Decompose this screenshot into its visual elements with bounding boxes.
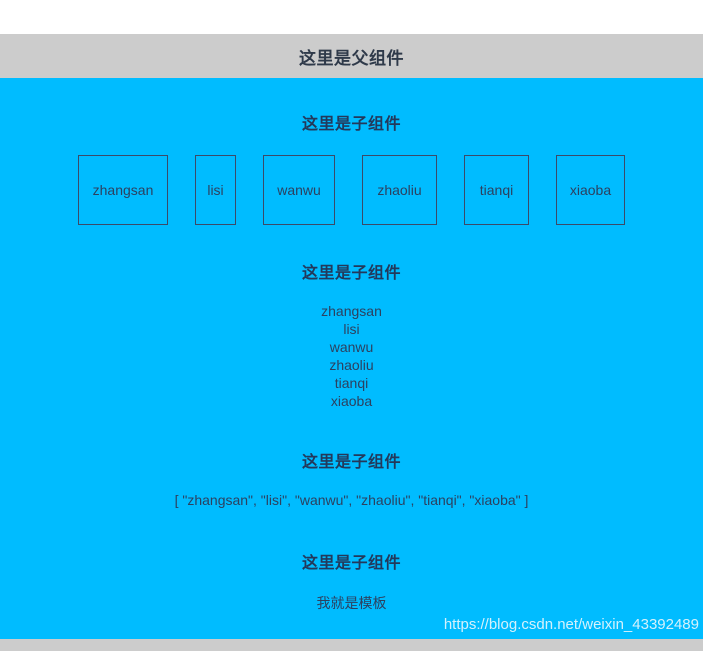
list-item: wanwu [329, 339, 374, 355]
top-white-gap [0, 0, 703, 34]
bottom-gray-strip [0, 639, 703, 651]
name-box-label: tianqi [479, 182, 514, 198]
name-box-label: wanwu [277, 182, 321, 198]
name-box-label: zhaoliu [377, 182, 422, 198]
name-box[interactable]: zhaoliu [362, 155, 437, 225]
list-item: xiaoba [330, 393, 373, 409]
watermark-url: https://blog.csdn.net/weixin_43392489 [443, 616, 699, 633]
section-title-boxes: 这里是子组件 [301, 116, 401, 133]
name-box[interactable]: tianqi [464, 155, 529, 225]
name-box[interactable]: lisi [195, 155, 236, 225]
name-box[interactable]: xiaoba [556, 155, 625, 225]
template-value-text: 我就是模板 [316, 595, 387, 611]
name-box-label: zhangsan [92, 182, 154, 198]
parent-component-header: 这里是父组件 [0, 34, 703, 78]
list-item: tianqi [334, 375, 369, 391]
name-box-label: xiaoba [569, 182, 612, 198]
name-box-label: lisi [207, 182, 224, 198]
section-title-list: 这里是子组件 [301, 265, 401, 282]
name-box[interactable]: zhangsan [78, 155, 168, 225]
name-list: zhangsan lisi wanwu zhaoliu tianqi xiaob… [0, 302, 703, 410]
list-item: zhaoliu [329, 357, 374, 373]
array-value-text: [ "zhangsan", "lisi", "wanwu", "zhaoliu"… [174, 492, 529, 508]
list-item: lisi [343, 321, 360, 337]
page-title: 这里是父组件 [299, 48, 404, 68]
child-components-container: 这里是子组件 zhangsan lisi wanwu zhaoliu tianq… [0, 78, 703, 639]
list-item: zhangsan [321, 303, 382, 319]
name-box-row: zhangsan lisi wanwu zhaoliu tianqi xiaob… [0, 155, 703, 225]
section-title-array: 这里是子组件 [301, 454, 401, 471]
name-box[interactable]: wanwu [263, 155, 335, 225]
section-title-template: 这里是子组件 [301, 555, 401, 572]
